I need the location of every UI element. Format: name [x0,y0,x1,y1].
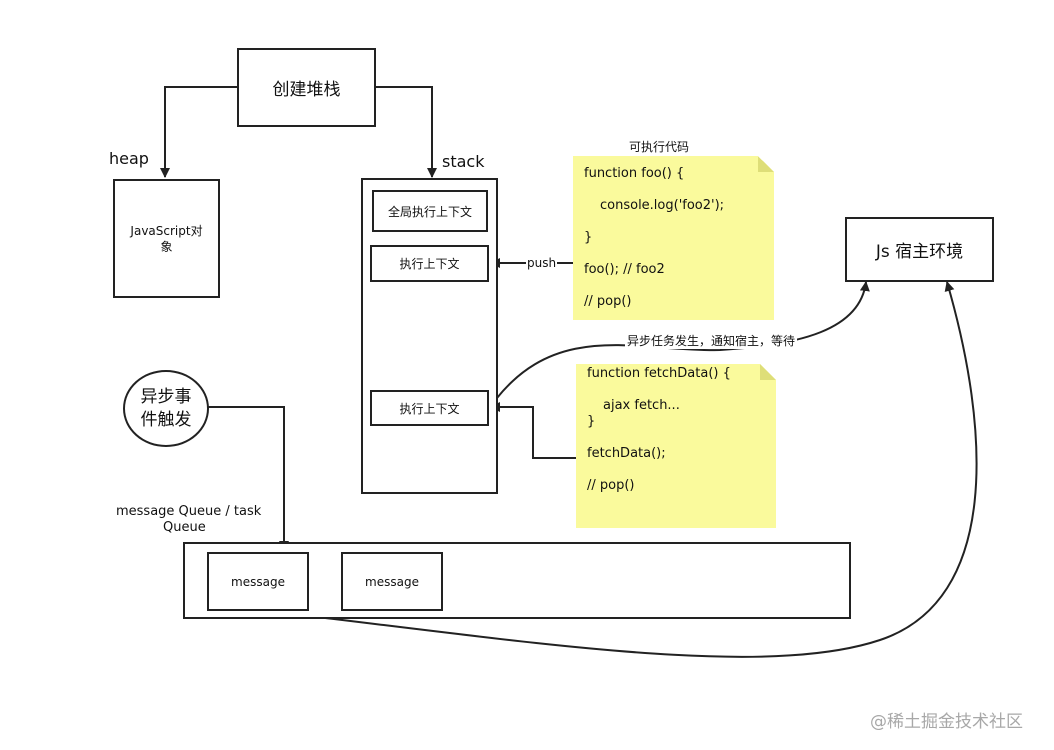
global-context-box: 全局执行上下文 [372,190,488,232]
note2-line-1: function fetchData() { [587,366,731,381]
note2-line-2: ajax fetch... [603,398,680,413]
host-environment-box: Js 宿主环境 [845,217,994,282]
code-note-fetch: function fetchData() { ajax fetch... } f… [576,364,776,528]
context-box-1: 执行上下文 [370,245,489,282]
note2-fold [760,364,776,380]
arrow-create-to-heap [160,86,237,178]
create-stack-box: 创建堆栈 [237,48,376,127]
stack-label: stack [442,152,485,171]
code-note-foo: function foo() { console.log('foo2'); } … [573,156,774,320]
note1-line-4: foo(); // foo2 [584,262,665,277]
queue-label-line1: message Queue / task [116,504,262,519]
create-stack-text: 创建堆栈 [272,80,341,100]
push-label: push [526,256,558,270]
note1-line-1: function foo() { [584,166,685,181]
message-box-2: message [341,552,443,611]
arrow-create-to-stack [375,86,437,178]
message-box-1: message [207,552,309,611]
note1-line-3: } [584,230,593,245]
note1-title: 可执行代码 [629,140,690,154]
async-event-line1: 异步事 [140,386,192,407]
heap-box-line1: JavaScript对 [130,223,203,238]
async-notice-text: 异步任务发生，通知宿主，等待 [625,332,798,349]
host-environment-text: Js 宿主环境 [875,242,964,262]
watermark: @稀土掘金技术社区 [870,712,1023,732]
note2-line-4: fetchData(); [587,446,666,461]
message-text-1: message [231,574,285,589]
note2-line-5: // pop() [587,478,635,493]
message-text-2: message [365,574,419,589]
context-box-2: 执行上下文 [370,390,489,426]
heap-box-line2: 象 [160,239,173,254]
arrow-event-to-queue [207,406,289,551]
heap-label: heap [109,149,149,168]
heap-box: JavaScript对 象 [113,179,220,298]
note1-line-2: console.log('foo2'); [600,198,725,213]
note1-line-5: // pop() [584,294,632,309]
context-text-2: 执行上下文 [399,401,460,416]
global-context-text: 全局执行上下文 [387,204,472,219]
note2-line-3: } [587,414,596,429]
context-text-1: 执行上下文 [399,257,460,271]
async-event-line2: 件触发 [140,409,192,430]
note1-fold [758,156,774,172]
async-event-circle: 异步事 件触发 [123,370,209,447]
queue-label-line2: Queue [163,520,206,535]
